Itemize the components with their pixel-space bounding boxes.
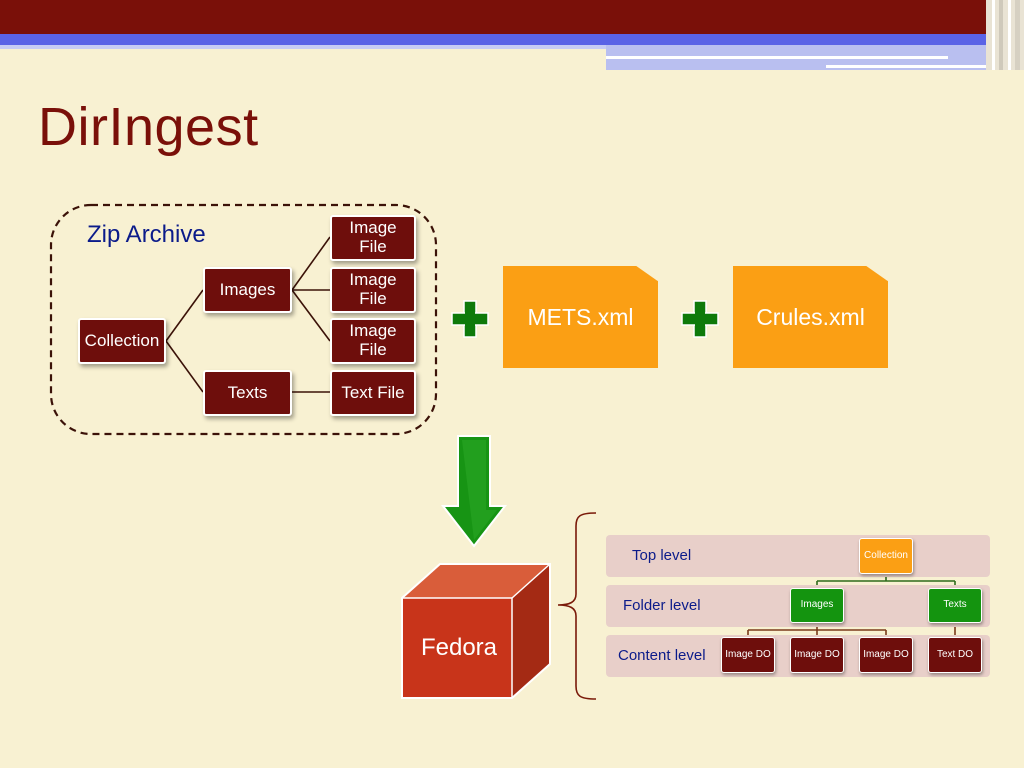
fedora-image-do-node-1: Image DO xyxy=(721,637,775,673)
header-bar xyxy=(0,0,1024,34)
header-stripes xyxy=(0,0,1024,70)
fedora-images-node: Images xyxy=(790,588,844,623)
top-level-label: Top level xyxy=(632,547,692,564)
fedora-texts-node: Texts xyxy=(928,588,982,623)
image-file-node-2: Image File xyxy=(330,267,416,313)
fedora-level-connectors xyxy=(816,574,956,588)
slide-title: DirIngest xyxy=(38,97,259,157)
image-file-node-1: Image File xyxy=(330,215,416,261)
content-level-label: Content level xyxy=(618,647,706,664)
fedora-collection-node: Collection xyxy=(859,538,913,574)
collection-node: Collection xyxy=(78,318,166,364)
mets-xml-label: METS.xml xyxy=(527,303,634,330)
arrow-down-icon xyxy=(440,435,508,548)
zip-connectors xyxy=(165,236,331,393)
fedora-label: Fedora xyxy=(420,634,498,661)
text-file-node: Text File xyxy=(330,370,416,416)
texts-node: Texts xyxy=(203,370,292,416)
crules-xml-label: Crules.xml xyxy=(756,303,865,330)
fedora-image-do-node-2: Image DO xyxy=(790,637,844,673)
fedora-text-do-node: Text DO xyxy=(928,637,982,673)
images-node: Images xyxy=(203,267,292,313)
fedora-image-do-node-3: Image DO xyxy=(859,637,913,673)
cube-icon xyxy=(401,563,551,699)
zip-archive-boundary xyxy=(49,203,438,436)
zip-archive-label: Zip Archive xyxy=(87,221,206,248)
image-file-node-3: Image File xyxy=(330,318,416,364)
plus-icon xyxy=(681,300,719,338)
level-brace xyxy=(557,512,597,700)
top-level-band xyxy=(606,535,990,577)
folder-level-label: Folder level xyxy=(623,597,701,614)
mets-xml-file: METS.xml xyxy=(503,266,658,368)
plus-icon xyxy=(451,300,489,338)
crules-xml-file: Crules.xml xyxy=(733,266,888,368)
